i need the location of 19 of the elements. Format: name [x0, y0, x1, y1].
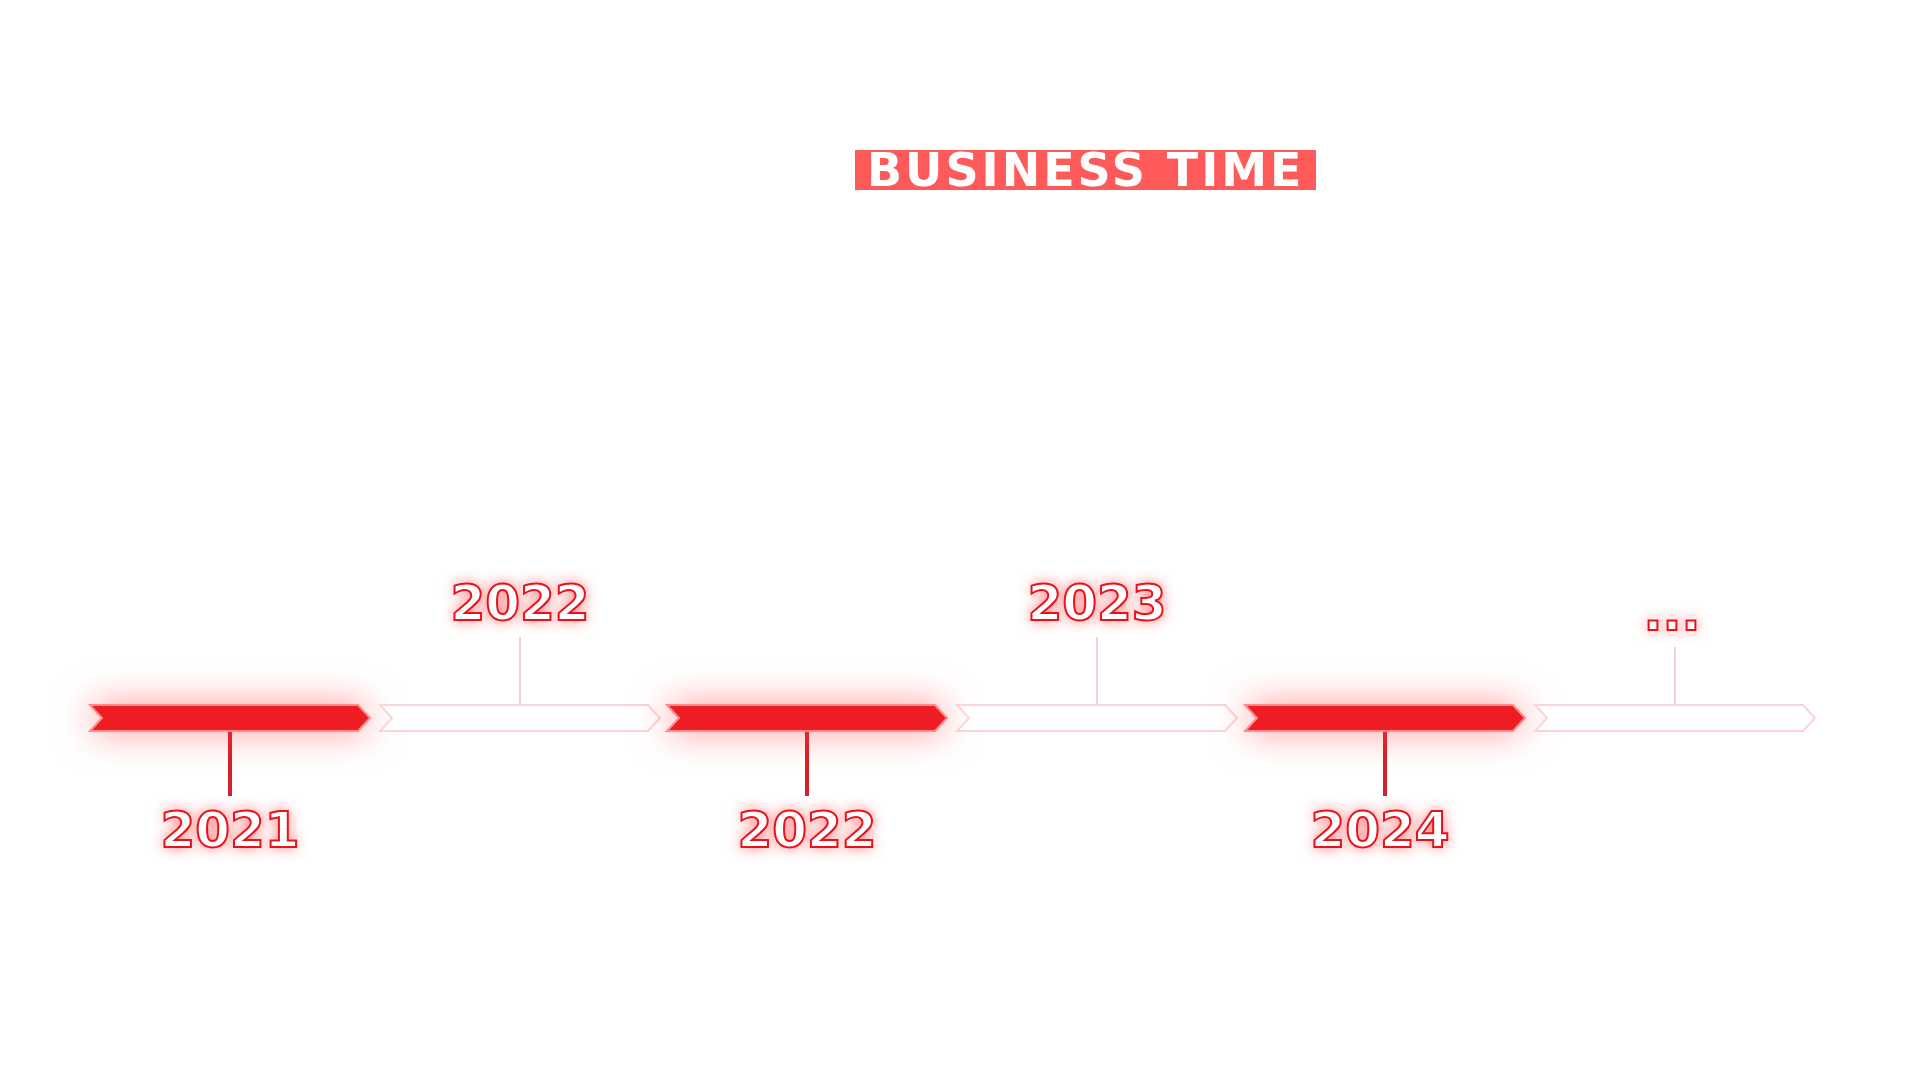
leader-line	[519, 636, 521, 706]
year-label: 2022	[727, 802, 887, 858]
timeline-segment	[380, 705, 660, 731]
timeline-segment	[1245, 705, 1525, 731]
leader-line	[805, 731, 809, 796]
title-banner: BUSINESS TIME	[855, 150, 1317, 190]
leader-line	[1383, 731, 1387, 796]
leader-line	[1096, 636, 1098, 706]
timeline-segment	[957, 705, 1237, 731]
year-label: 2021	[150, 802, 310, 858]
year-label: 2024	[1300, 802, 1460, 858]
year-label: ...	[1592, 585, 1752, 641]
timeline-segment	[667, 705, 947, 731]
leader-line	[228, 731, 232, 796]
year-label: 2023	[1017, 575, 1177, 631]
timeline-segment	[1535, 705, 1815, 731]
year-label: 2022	[440, 575, 600, 631]
timeline-segment	[90, 705, 370, 731]
leader-line	[1674, 646, 1676, 706]
